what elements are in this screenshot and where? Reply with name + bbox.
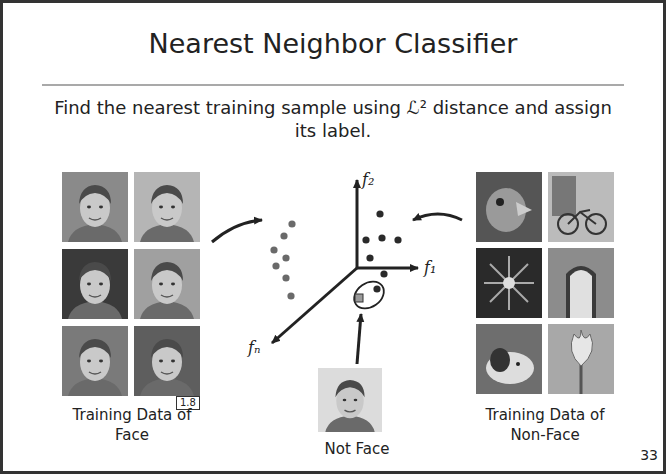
- curved-arrow: [212, 220, 262, 242]
- axis-label: f₂: [362, 170, 374, 191]
- query-arrow: [357, 314, 361, 364]
- query-caption: Not Face: [290, 440, 424, 460]
- group-caption: Training Data of Face: [62, 406, 202, 445]
- non-face-photo: [476, 172, 614, 394]
- non-face-points: [362, 210, 401, 292]
- group-caption: Training Data of Non-Face: [475, 406, 615, 445]
- subtitle: Find the nearest training sample using ℒ…: [53, 96, 613, 143]
- query-point: [355, 294, 363, 302]
- face-photo: [62, 172, 200, 396]
- face-points: [270, 220, 295, 299]
- curved-arrow: [413, 214, 462, 220]
- feature-axes: [272, 180, 418, 343]
- axis-label: f₁: [424, 258, 436, 279]
- page-number: 33: [628, 446, 658, 464]
- axis-label: fₙ: [248, 338, 260, 359]
- nearest-ellipse: [349, 276, 389, 314]
- slide-title: Nearest Neighbor Classifier: [0, 26, 666, 61]
- query-photo: [318, 368, 382, 432]
